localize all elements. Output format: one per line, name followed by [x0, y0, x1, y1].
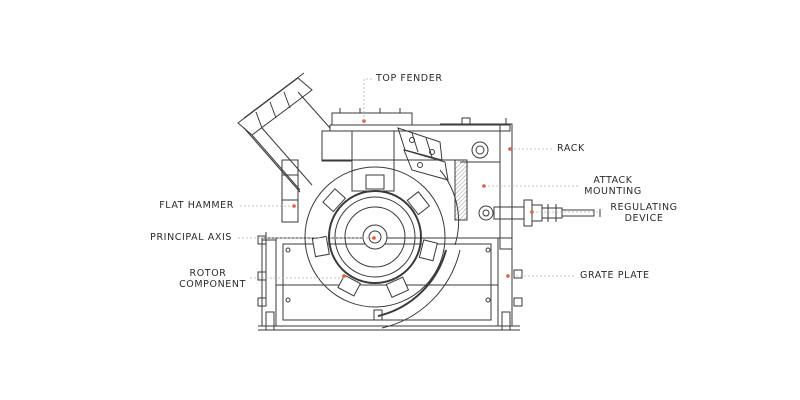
regulating-device — [478, 199, 601, 227]
leader-lines — [238, 78, 600, 279]
label-flat-hammer: FLAT HAMMER — [159, 200, 234, 211]
label-regulating-device-line2: DEVICE — [624, 213, 664, 224]
marker-principal-axis — [372, 236, 376, 240]
grate-plate — [377, 169, 461, 329]
principal-axis — [257, 232, 523, 307]
marker-dots — [292, 119, 534, 278]
feed-chute — [237, 72, 331, 193]
label-regulating-device-line1: REGULATING — [610, 202, 678, 213]
label-rack: RACK — [557, 143, 585, 154]
bolts — [285, 117, 491, 321]
housing — [258, 159, 520, 331]
crusher-drawing — [237, 72, 601, 331]
rack — [440, 118, 513, 250]
label-top-fender: TOP FENDER — [376, 73, 443, 84]
marker-rotor-component — [342, 274, 346, 278]
label-rotor-component: ROTOR COMPONENT — [160, 268, 246, 290]
impact-liner — [397, 127, 468, 221]
top-fender — [321, 108, 511, 192]
label-attack-mounting-line2: MOUNTING — [584, 186, 642, 197]
flat-hammer — [311, 174, 438, 298]
label-attack-mounting-line1: ATTACK — [593, 175, 633, 186]
label-principal-axis: PRINCIPAL AXIS — [150, 232, 232, 243]
label-rotor-component-line2: COMPONENT — [179, 279, 246, 290]
label-attack-mounting: ATTACK MOUNTING — [580, 175, 646, 197]
label-grate-plate: GRATE PLATE — [580, 270, 650, 281]
label-rotor-component-line1: ROTOR — [189, 268, 227, 279]
label-regulating-device: REGULATING DEVICE — [604, 202, 684, 224]
